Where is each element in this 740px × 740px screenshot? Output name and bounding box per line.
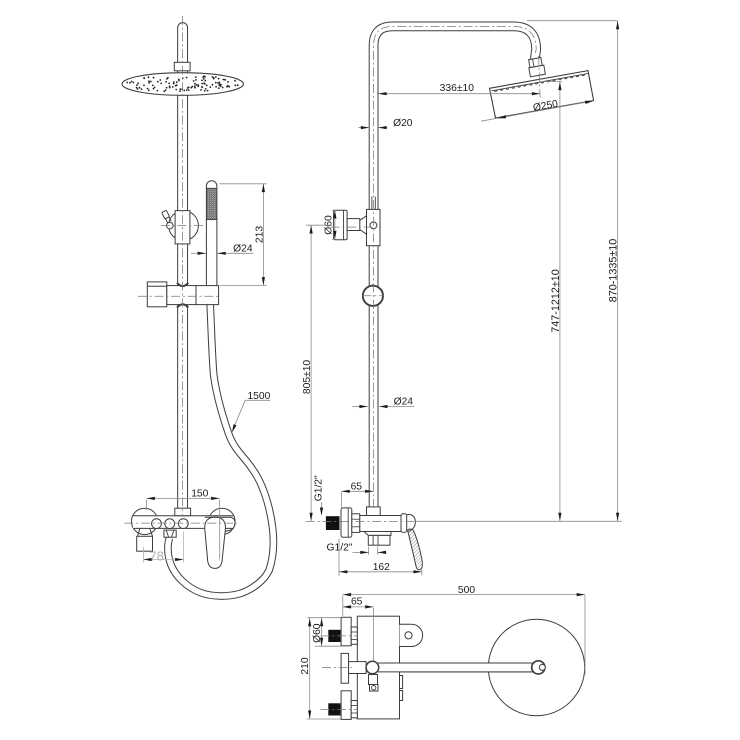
svg-text:805±10: 805±10	[302, 360, 313, 395]
svg-text:Ø24: Ø24	[394, 396, 414, 407]
svg-text:150: 150	[191, 488, 208, 499]
svg-text:Ø60: Ø60	[312, 623, 323, 643]
svg-text:500: 500	[458, 585, 475, 596]
svg-text:65: 65	[351, 481, 363, 492]
svg-text:G1/2": G1/2"	[313, 475, 324, 501]
svg-text:1500: 1500	[247, 391, 270, 402]
svg-text:G1/2": G1/2"	[327, 543, 353, 554]
svg-text:78: 78	[149, 549, 164, 564]
svg-text:870-1335±10: 870-1335±10	[607, 239, 619, 303]
svg-text:747-1212±10: 747-1212±10	[550, 269, 562, 333]
svg-text:210: 210	[300, 657, 311, 674]
svg-text:65: 65	[351, 597, 363, 608]
svg-text:Ø250: Ø250	[532, 99, 559, 114]
svg-text:Ø20: Ø20	[393, 118, 413, 129]
svg-text:Ø24: Ø24	[233, 243, 253, 254]
svg-text:162: 162	[373, 562, 390, 573]
svg-text:213: 213	[254, 226, 265, 243]
svg-text:336±10: 336±10	[440, 83, 475, 94]
